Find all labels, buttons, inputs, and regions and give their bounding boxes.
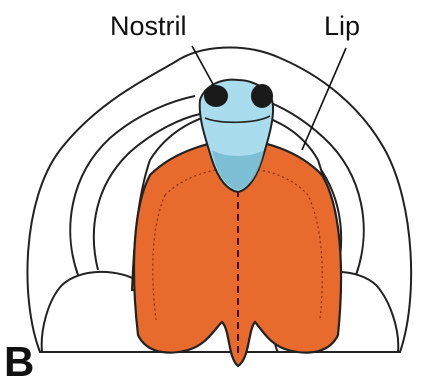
panel-letter: B — [4, 338, 34, 380]
left-nostril — [204, 85, 228, 107]
nostril-label: Nostril — [110, 11, 187, 41]
right-nostril — [251, 84, 273, 108]
lip-label: Lip — [324, 11, 360, 41]
